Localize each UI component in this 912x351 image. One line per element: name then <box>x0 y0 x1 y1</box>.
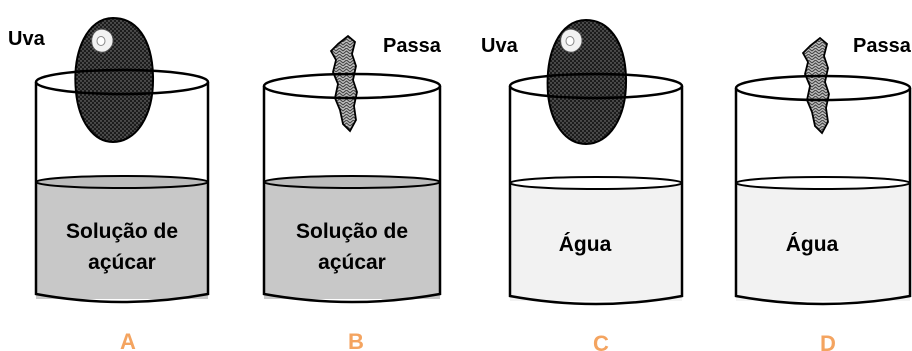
beaker-body <box>508 86 684 306</box>
liquid-surface <box>509 176 683 190</box>
beaker-d: Passa Água D <box>734 35 912 351</box>
beaker-rim <box>262 72 442 100</box>
beaker-rim <box>508 72 684 100</box>
beaker-a: Uva Solução de açúcar A <box>8 16 210 351</box>
beaker-body <box>262 86 442 304</box>
raisin-icon <box>801 36 830 135</box>
fruit-label: Uva <box>8 28 46 50</box>
beaker-letter: C <box>593 331 609 351</box>
beaker-b: Passa Solução de açúcar B <box>262 34 442 351</box>
beaker-letter: B <box>348 329 364 351</box>
beaker-body <box>34 82 210 304</box>
liquid-fill <box>36 182 208 299</box>
liquid-label-line1: Água <box>559 233 612 256</box>
fruit-label: Passa <box>383 35 442 57</box>
grape-icon <box>546 18 628 146</box>
liquid-label-line1: Solução de <box>66 220 178 243</box>
raisin-icon <box>329 34 358 133</box>
liquid-fill <box>510 183 682 301</box>
grape-icon <box>74 16 155 144</box>
beaker-c: Uva Água C <box>481 18 684 351</box>
liquid-label-line2: açúcar <box>318 251 386 274</box>
fruit-label: Uva <box>481 35 519 57</box>
liquid-label-line1: Água <box>786 233 839 256</box>
grape-highlight-inner <box>565 36 575 46</box>
liquid-label-line1: Solução de <box>296 220 408 243</box>
liquid-surface <box>263 175 441 189</box>
beaker-letter: D <box>820 331 836 351</box>
beaker-rim <box>34 68 210 96</box>
beaker-letter: A <box>120 329 136 351</box>
liquid-fill <box>264 182 440 299</box>
liquid-label-line2: açúcar <box>88 251 156 274</box>
liquid-fill <box>736 183 910 301</box>
liquid-surface <box>735 176 911 190</box>
beaker-rim <box>734 74 912 102</box>
grape-highlight-inner <box>96 36 106 46</box>
beaker-body <box>734 88 912 306</box>
fruit-label: Passa <box>853 35 912 57</box>
liquid-surface <box>35 175 209 189</box>
